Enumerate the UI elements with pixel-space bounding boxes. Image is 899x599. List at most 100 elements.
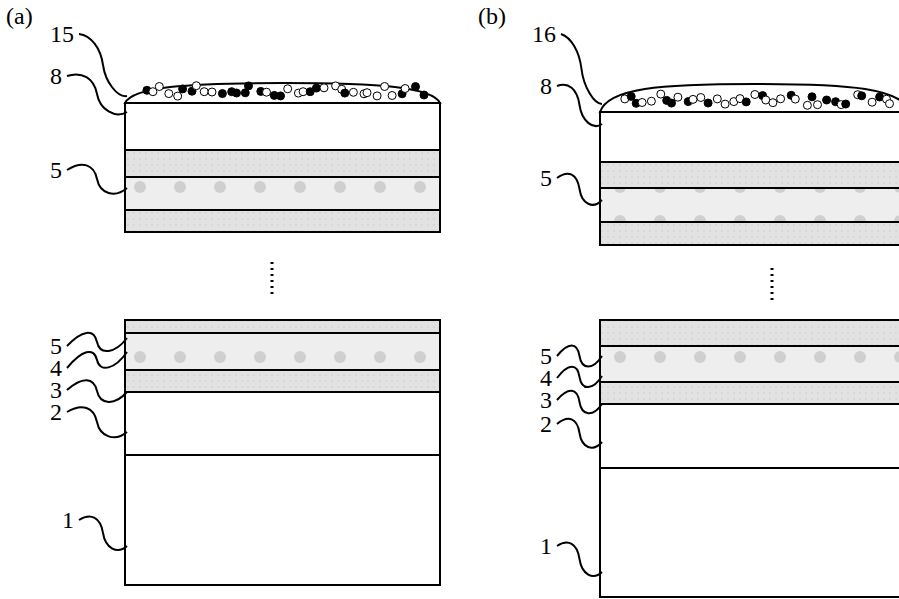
particle — [657, 90, 665, 98]
particle — [791, 95, 799, 103]
leader-line — [557, 174, 602, 205]
callout-number: 3 — [50, 378, 62, 402]
well-band — [600, 188, 899, 222]
callout-number: 15 — [50, 22, 74, 46]
leader-line — [557, 346, 602, 367]
particle — [341, 89, 349, 97]
particle — [808, 93, 816, 101]
particle — [263, 88, 271, 96]
particle — [777, 95, 785, 103]
leader-line — [67, 333, 127, 351]
leader-line — [67, 74, 127, 114]
particle — [823, 96, 831, 104]
callout-number: 1 — [62, 508, 74, 532]
layer-1-substrate — [125, 455, 440, 585]
continuation-dots — [771, 268, 774, 300]
particle — [858, 92, 866, 100]
particle — [721, 100, 729, 108]
leader-line — [557, 367, 602, 387]
particle — [689, 95, 697, 103]
callout-number: 8 — [540, 74, 552, 98]
particle — [349, 88, 357, 96]
particle — [192, 82, 200, 90]
callout-number: 1 — [540, 534, 552, 558]
particle — [627, 92, 635, 100]
particle — [373, 92, 381, 100]
callout-number: 5 — [50, 334, 62, 358]
barrier-band — [125, 370, 440, 392]
dome-layer — [125, 83, 440, 103]
leader-line — [557, 543, 602, 576]
particle — [868, 98, 876, 106]
particle — [697, 94, 705, 102]
layer-1-substrate — [600, 468, 899, 597]
particle — [814, 101, 822, 109]
leader-line — [79, 34, 127, 96]
particle — [155, 83, 163, 91]
callout-number: 5 — [50, 158, 62, 182]
layer-2 — [125, 392, 440, 455]
callout-number: 4 — [540, 366, 552, 390]
particle — [381, 83, 389, 91]
layer-8 — [125, 103, 440, 150]
particle — [312, 84, 320, 92]
well-band — [125, 333, 440, 370]
barrier-band — [125, 150, 440, 177]
leader-line — [79, 517, 127, 550]
panel-label: (b) — [478, 4, 506, 28]
well-band — [600, 346, 899, 382]
dome-layer — [600, 84, 899, 112]
particle — [284, 85, 292, 93]
callout-number: 4 — [50, 356, 62, 380]
continuation-dots — [271, 262, 274, 295]
particle — [638, 99, 646, 107]
particle — [363, 89, 371, 97]
leader-line — [67, 380, 127, 402]
particle — [388, 92, 396, 100]
leader-line — [67, 352, 127, 368]
layer-2 — [600, 404, 899, 468]
barrier-band — [600, 162, 899, 188]
particle — [218, 90, 226, 98]
particle — [320, 84, 328, 92]
particle — [245, 82, 253, 90]
leader-line — [557, 85, 602, 126]
particle — [803, 101, 811, 109]
particle — [769, 99, 777, 107]
layer-8 — [600, 112, 899, 162]
callout-number: 5 — [540, 344, 552, 368]
leader-line — [67, 407, 127, 437]
barrier-band — [600, 382, 899, 404]
particle — [742, 98, 750, 106]
particle — [401, 85, 409, 93]
particle — [647, 97, 655, 105]
callout-number: 16 — [532, 22, 556, 46]
particle — [704, 99, 712, 107]
particle — [233, 89, 241, 97]
barrier-band — [125, 320, 440, 333]
particle — [200, 88, 208, 96]
particle — [751, 91, 759, 99]
callout-number: 8 — [50, 64, 62, 88]
particle — [713, 95, 721, 103]
particle — [842, 100, 850, 108]
particle — [174, 92, 182, 100]
leader-line — [561, 34, 602, 104]
particle — [674, 93, 682, 101]
barrier-band — [600, 222, 899, 245]
particle — [412, 83, 420, 91]
callout-number: 2 — [540, 412, 552, 436]
particle — [208, 88, 216, 96]
leader-line — [557, 419, 602, 448]
barrier-band — [125, 210, 440, 232]
particle — [277, 92, 285, 100]
particle — [886, 100, 894, 108]
well-band — [125, 177, 440, 210]
panel-label: (a) — [6, 4, 33, 28]
particle — [165, 90, 173, 98]
particle — [179, 85, 187, 93]
leader-line — [67, 165, 127, 194]
particle — [668, 99, 676, 107]
